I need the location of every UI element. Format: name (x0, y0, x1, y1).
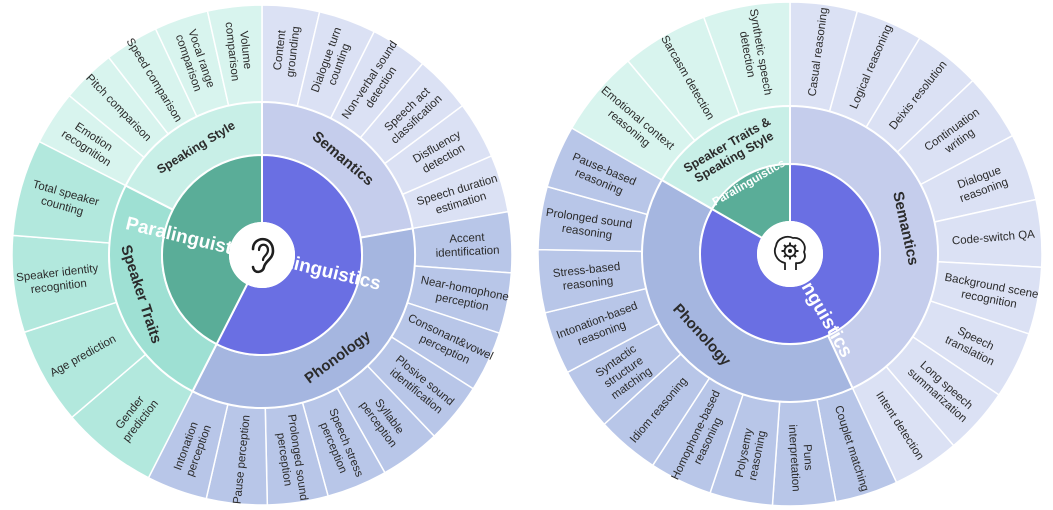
label-line: interpretation (786, 424, 802, 492)
label-line: Content (272, 29, 289, 71)
outer-label-accent-identification: Accentidentification (435, 231, 500, 260)
center-disc (757, 221, 823, 287)
label-line: Puns (801, 444, 814, 471)
outer-label-puns-interpretation: Punsinterpretation (786, 423, 815, 491)
label-line: Accent (449, 232, 486, 246)
outer-label-stress-based-reasoning: Stress-basedreasoning (552, 261, 622, 294)
outer-label-content-grounding: Contentgrounding (271, 24, 302, 78)
label-line: identification (435, 245, 499, 260)
label-line: Volume (237, 30, 253, 69)
ear-icon (251, 237, 275, 274)
center-disc (229, 222, 295, 288)
label-line: grounding (285, 26, 303, 78)
label-line: reasoning (562, 275, 614, 292)
brain-gear-icon (773, 235, 806, 270)
